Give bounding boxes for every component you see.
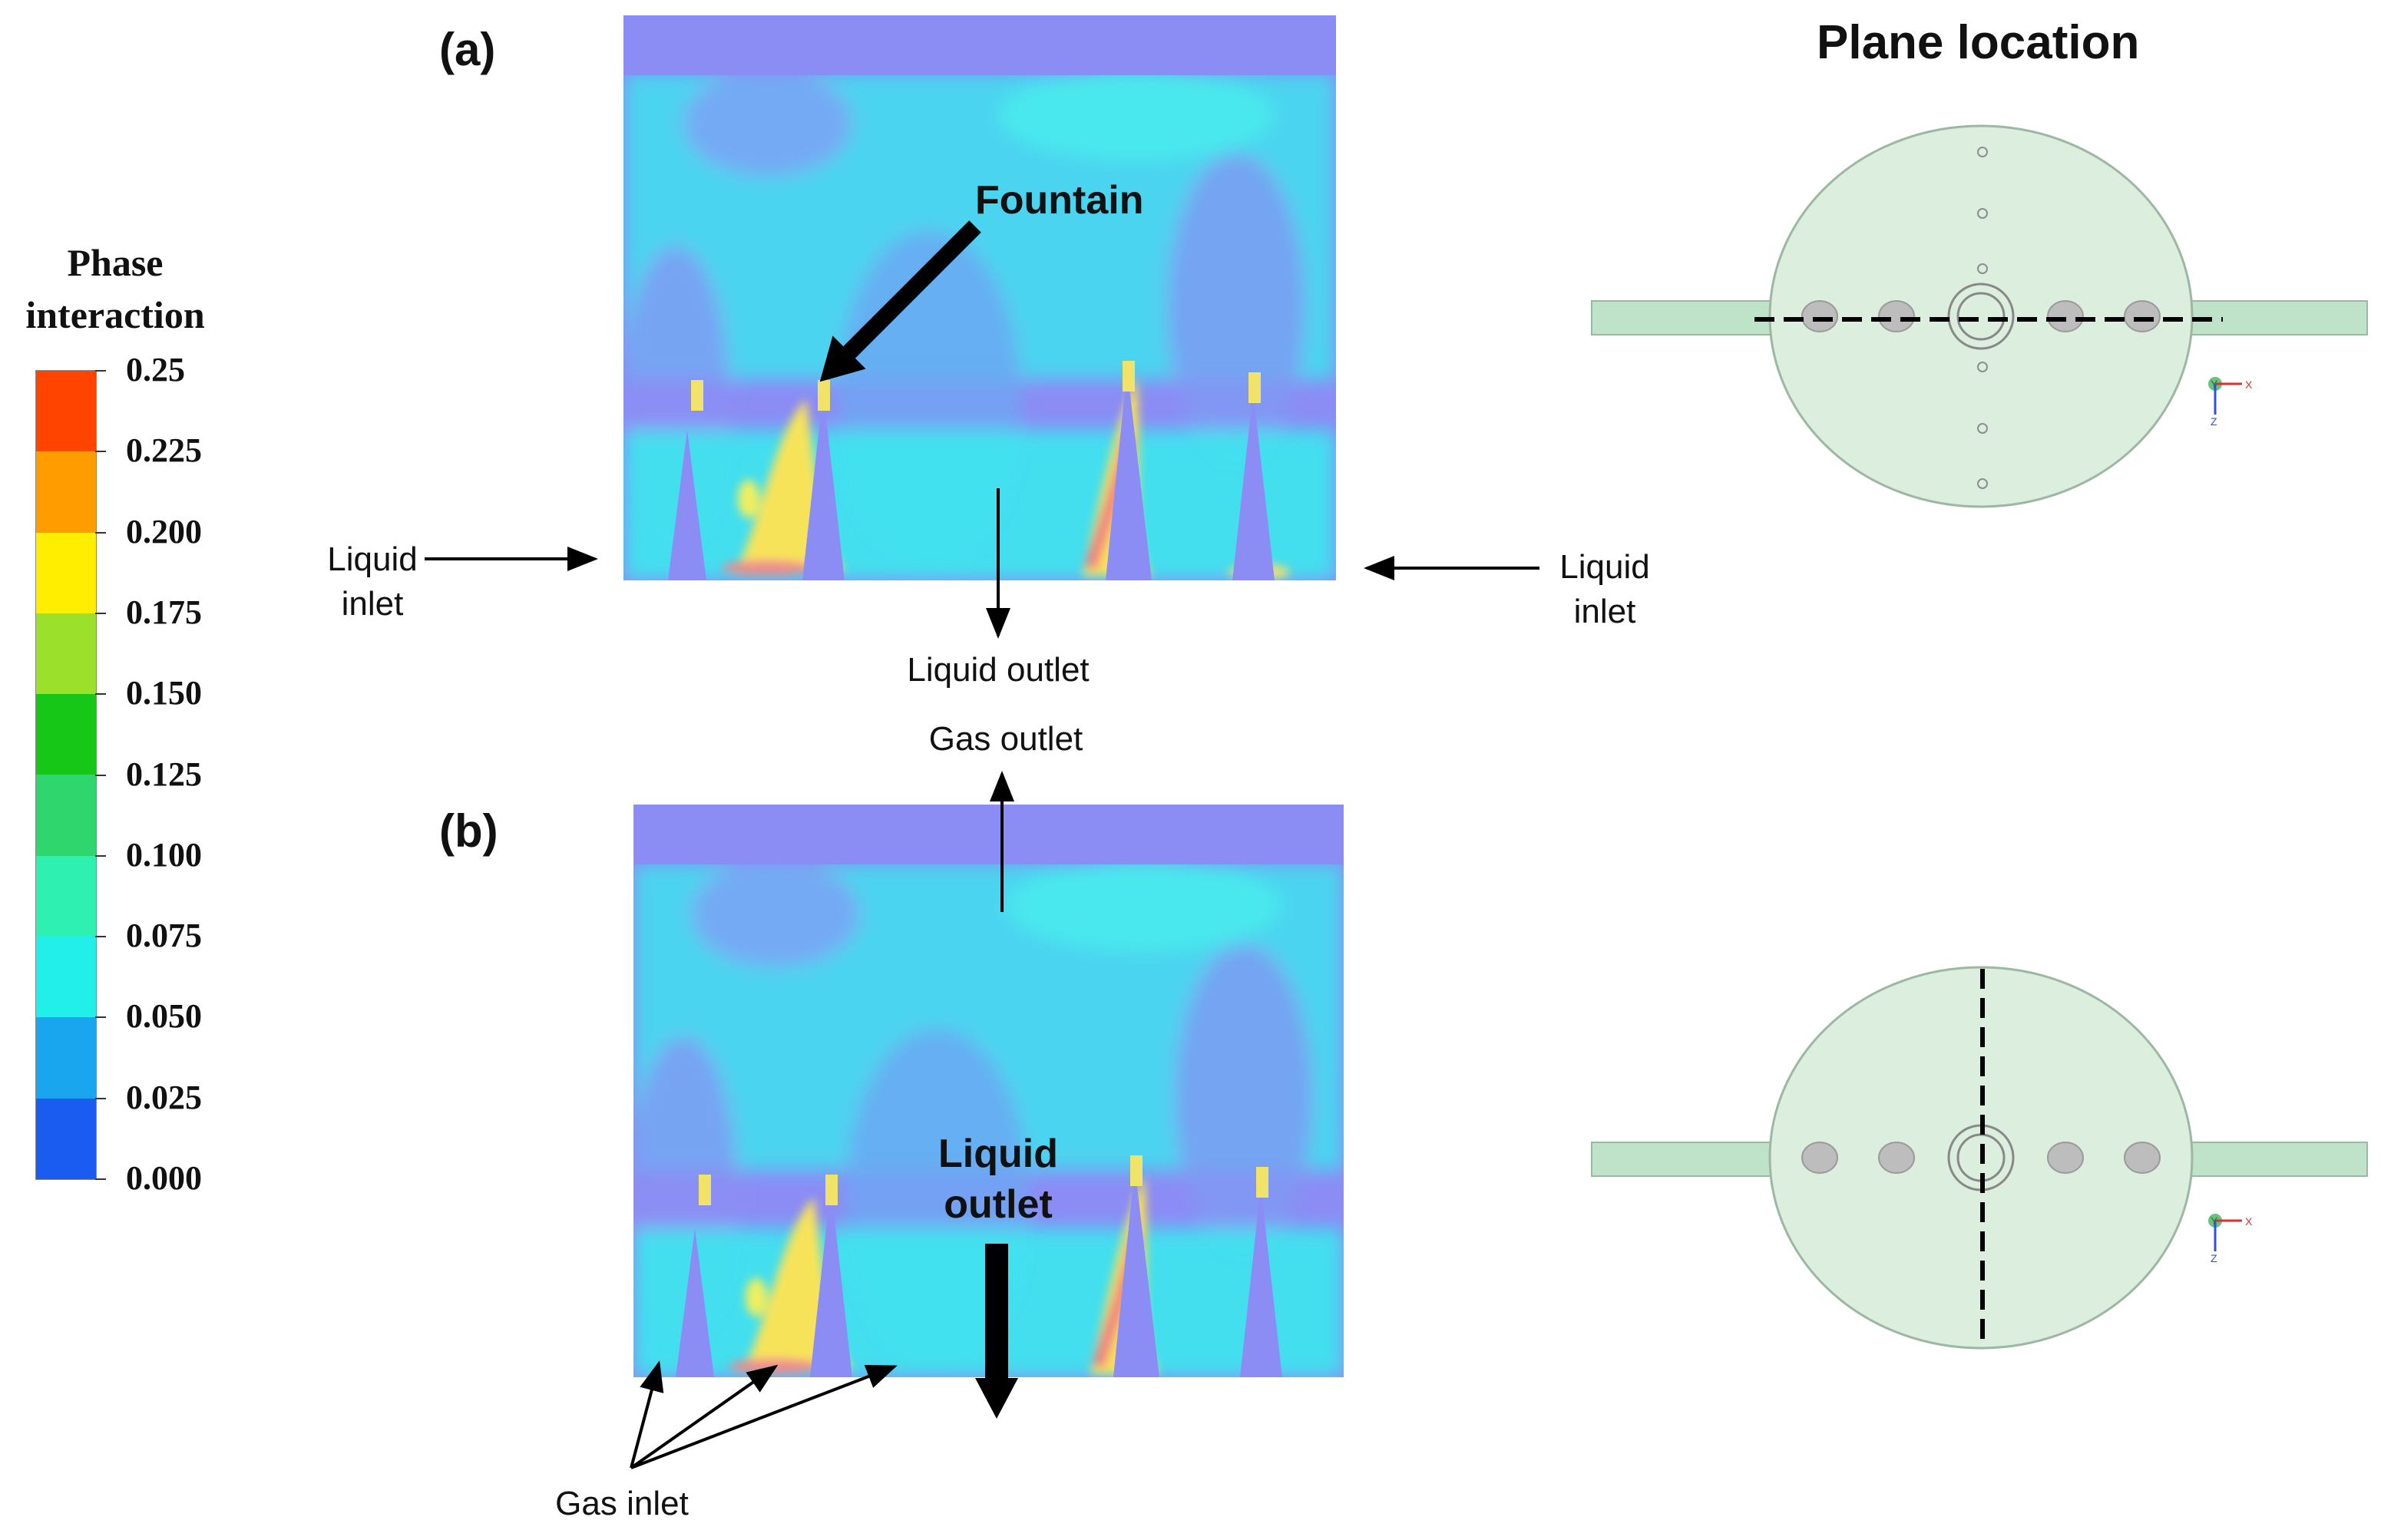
legend-title: Phase interaction [0, 236, 230, 341]
legend-tick-label: 0.000 [126, 1159, 202, 1197]
legend-tick-mark [95, 936, 106, 938]
legend-tick-mark [95, 1016, 106, 1019]
legend-tick-mark [95, 612, 106, 614]
legend-tick-mark [95, 1178, 106, 1180]
color-bar-block [36, 694, 96, 775]
color-bar-block [36, 937, 96, 1018]
legend-tick-mark [95, 370, 106, 372]
legend-tick-mark [95, 531, 106, 534]
color-bar-block [36, 532, 96, 613]
triad-bottom-x: X [2245, 1215, 2253, 1228]
liquid-inlet-right-line1: Liquid [1559, 548, 1650, 586]
triad-bottom-y: Y [2211, 1214, 2218, 1227]
legend-tick-mark [95, 774, 106, 776]
liquid-outlet-b-label: Liquid outlet [883, 1129, 1113, 1230]
color-bar-block [36, 613, 96, 695]
liquid-inlet-right-label: Liquid inlet [1539, 545, 1670, 634]
triad-bottom-z: Z [2211, 1252, 2217, 1264]
liquid-outlet-a-label: Liquid outlet [907, 651, 1090, 689]
legend-title-line2: interaction [25, 293, 205, 336]
legend-tick-label: 0.100 [126, 835, 202, 874]
axis-triad-top [2208, 377, 2242, 415]
legend-tick-label: 0.050 [126, 997, 202, 1036]
liquid-outlet-b-arrow [985, 1244, 1008, 1382]
color-bar-block [36, 855, 96, 937]
liquid-inlet-right-line2: inlet [1573, 593, 1636, 630]
legend-tick-label: 0.125 [126, 755, 202, 793]
legend-tick-label: 0.225 [126, 431, 202, 470]
panel-a-label: (a) [439, 24, 496, 75]
legend-tick-label: 0.25 [126, 351, 185, 388]
liquid-inlet-left-label: Liquid inlet [307, 537, 438, 626]
legend-tick-label: 0.175 [126, 593, 202, 631]
legend-tick-mark [95, 1097, 106, 1099]
legend-tick-mark [95, 854, 106, 857]
plane-location-bottom [1591, 966, 2368, 1350]
legend-tick-label: 0.150 [126, 674, 202, 712]
gas-inlet-arrow-1 [630, 1360, 664, 1469]
color-bar [35, 370, 97, 1180]
plane-location-top [1591, 124, 2368, 508]
color-bar-block [36, 451, 96, 533]
legend-tick-label: 0.025 [126, 1078, 202, 1116]
gas-inlet-arrow-2 [630, 1364, 779, 1469]
plane-location-title: Plane location [1817, 16, 2140, 69]
liquid-inlet-left-line1: Liquid [327, 540, 418, 578]
gas-inlet-arrow-3 [630, 1364, 898, 1469]
legend-tick-label: 0.075 [126, 917, 202, 955]
color-bar-block [36, 775, 96, 856]
axis-triad-bottom [2208, 1214, 2242, 1251]
color-bar-block [36, 1017, 96, 1099]
legend-tick-label: 0.200 [126, 512, 202, 550]
legend-tick-mark [95, 693, 106, 696]
triad-top-y: Y [2211, 378, 2218, 390]
fountain-arrowhead [819, 335, 866, 382]
panel-b-label: (b) [439, 805, 498, 857]
liquid-outlet-b-line1: Liquid [938, 1132, 1058, 1176]
triad-top-z: Z [2211, 415, 2217, 428]
gas-outlet-label: Gas outlet [928, 720, 1083, 758]
color-bar-block [36, 371, 96, 452]
contour-plot-a [623, 15, 1336, 580]
color-bar-block [36, 1098, 96, 1179]
fountain-arrow [827, 220, 981, 375]
triad-top-x: X [2245, 378, 2253, 391]
gas-inlet-label: Gas inlet [555, 1485, 689, 1522]
legend-title-line1: Phase [67, 241, 164, 284]
liquid-outlet-b-arrowhead [975, 1378, 1018, 1419]
liquid-inlet-left-line2: inlet [341, 585, 404, 623]
liquid-outlet-b-line2: outlet [944, 1182, 1053, 1227]
legend-tick-mark [95, 451, 106, 453]
fountain-label: Fountain [975, 178, 1144, 223]
